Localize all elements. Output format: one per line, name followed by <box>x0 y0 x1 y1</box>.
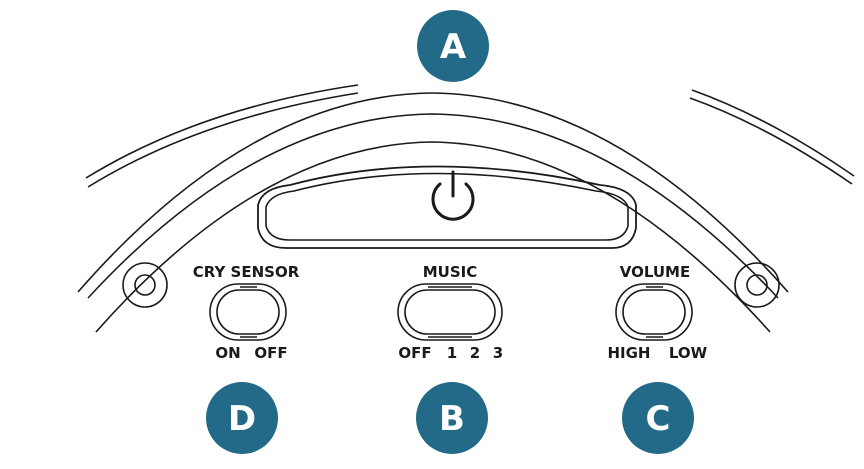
power-bar-inner <box>265 172 629 241</box>
outer-rim-left <box>85 84 359 179</box>
right-screw <box>734 262 780 308</box>
music-off-label: OFF <box>398 344 431 362</box>
music-switch[interactable] <box>397 283 503 341</box>
cry-sensor-off-label: OFF <box>254 344 287 362</box>
music-2-label: 2 <box>470 344 480 362</box>
housing-arcs <box>77 84 855 333</box>
panel-arc-middle <box>87 113 779 299</box>
callout-b-letter: B <box>439 399 465 439</box>
music-label: MUSIC <box>423 263 478 281</box>
left-screw <box>122 262 168 308</box>
volume-low-label: LOW <box>669 344 708 362</box>
callout-c: C <box>622 382 694 454</box>
power-button[interactable] <box>257 165 637 249</box>
power-bar-outer <box>257 165 637 249</box>
volume-high-label: HIGH <box>607 344 650 362</box>
cry-sensor-on-label: ON <box>215 344 240 362</box>
panel-arc-outer <box>77 92 789 293</box>
outer-rim-right <box>691 89 855 177</box>
callout-a: A <box>417 10 489 82</box>
volume-switch[interactable] <box>615 283 693 341</box>
outer-rim-right-inner <box>689 97 853 185</box>
callout-a-letter: A <box>440 27 467 67</box>
music-3-label: 3 <box>493 344 503 362</box>
panel-arc-inner <box>95 141 771 333</box>
callout-d: D <box>206 382 278 454</box>
callout-c-letter: C <box>646 399 671 439</box>
callout-d-letter: D <box>228 399 256 439</box>
outer-rim-left-inner <box>87 92 359 188</box>
music-1-label: 1 <box>447 344 457 362</box>
cry-sensor-switch[interactable] <box>209 283 287 341</box>
cry-sensor-label: CRY SENSOR <box>193 263 300 281</box>
power-icon <box>431 170 475 221</box>
callout-b: B <box>416 382 488 454</box>
volume-label: VOLUME <box>620 263 690 281</box>
